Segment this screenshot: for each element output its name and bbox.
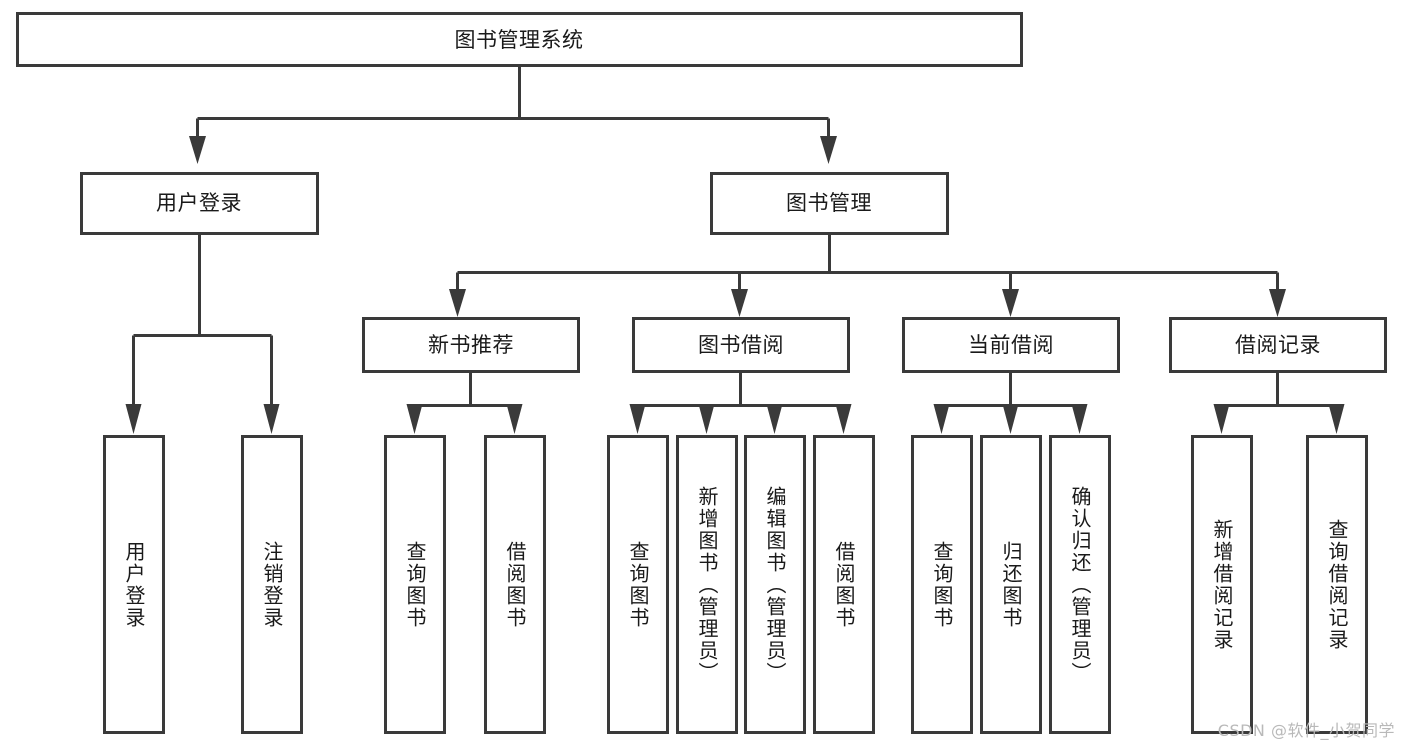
leaf-box-logout[interactable] [241,435,303,734]
leaf-box-add-book[interactable] [676,435,738,734]
node-borrow-record[interactable]: 借阅记录 [1169,317,1387,373]
node-user-login-label: 用户登录 [156,191,242,215]
node-book-management[interactable]: 图书管理 [710,172,949,235]
leaf-box-query-book-b[interactable] [607,435,669,734]
node-current-borrow-label: 当前借阅 [968,333,1054,357]
leaf-box-user-login[interactable] [103,435,165,734]
leaf-box-borrow-book-b[interactable] [813,435,875,734]
node-root-label: 图书管理系统 [455,28,584,52]
connector-current-borrow-to-leaves [933,372,1088,434]
leaf-boxes [103,435,1368,734]
node-book-management-label: 图书管理 [786,191,872,215]
node-new-book-recommend[interactable]: 新书推荐 [362,317,580,373]
node-current-borrow[interactable]: 当前借阅 [902,317,1120,373]
node-book-borrow[interactable]: 图书借阅 [632,317,850,373]
connector-book-mgmt-to-level3 [449,234,1286,317]
leaf-box-confirm-return[interactable] [1049,435,1111,734]
node-book-borrow-label: 图书借阅 [698,333,784,357]
node-user-login[interactable]: 用户登录 [80,172,319,235]
node-borrow-record-label: 借阅记录 [1235,333,1321,357]
connector-root-to-level2 [189,66,837,164]
leaf-box-query-record[interactable] [1306,435,1368,734]
leaf-box-edit-book[interactable] [744,435,806,734]
connector-borrow-record-to-leaves [1213,372,1345,434]
leaf-box-query-book-a[interactable] [384,435,446,734]
leaf-box-query-book-c[interactable] [911,435,973,734]
node-new-book-recommend-label: 新书推荐 [428,333,514,357]
leaf-box-return-book[interactable] [980,435,1042,734]
leaf-box-borrow-book-a[interactable] [484,435,546,734]
leaf-box-add-record[interactable] [1191,435,1253,734]
csdn-watermark: CSDN @软件_小贺同学 [1217,721,1395,740]
connector-user-login-to-leaves [125,234,280,434]
connector-new-book-to-leaves [406,372,523,434]
connector-book-borrow-to-leaves [629,372,852,434]
node-root-system[interactable]: 图书管理系统 [16,12,1023,67]
